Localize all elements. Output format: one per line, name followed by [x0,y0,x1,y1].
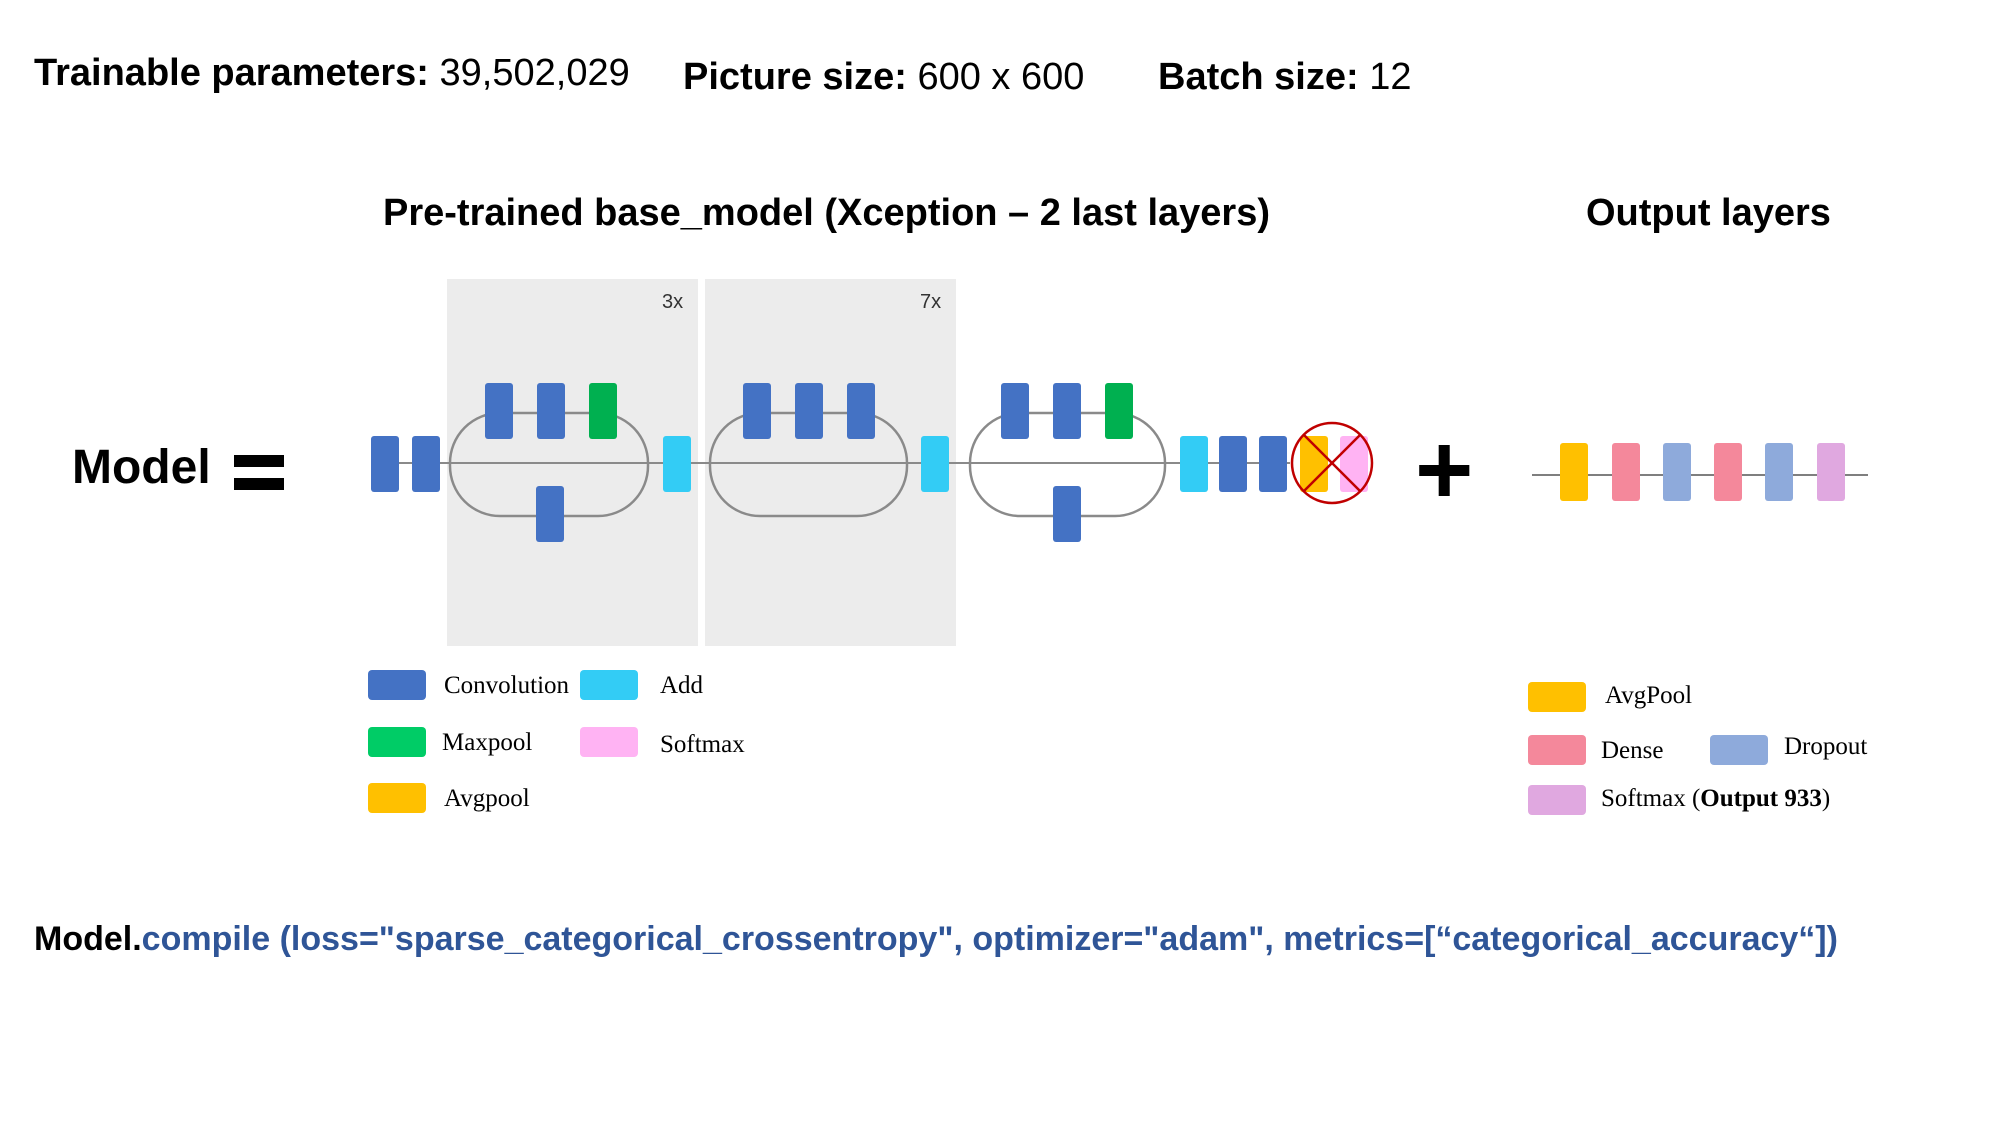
output-avgpool-swatch [1528,682,1586,712]
output-dense-layer [1612,443,1640,501]
model-label: Model [72,441,211,494]
maxpool-legend-label: Maxpool [442,729,533,756]
removed-avgpool-layer [1300,436,1328,492]
output-dropout-swatch [1710,735,1768,765]
equals-sign-top-bar [234,455,284,467]
conv-layer [536,486,564,542]
batch-size: Batch size: 12 [1158,56,1411,99]
output-softmax-layer [1817,443,1845,501]
softmax-output-count: Output 933 [1700,785,1822,812]
plus-sign: + [1415,414,1474,526]
add-layer [921,436,949,492]
output-layers-heading: Output layers [1586,192,1831,234]
softmax-prefix: Softmax ( [1601,785,1701,812]
maxpool-layer [589,383,617,439]
conv-layer [1053,486,1081,542]
output-dropout-layer [1663,443,1691,501]
add-legend-label: Add [660,672,704,699]
maxpool-layer [1105,383,1133,439]
picture-value: 600 x 600 [917,56,1085,98]
convolution-swatch [368,670,426,700]
compile-statement: Model.compile (loss="sparse_categorical_… [34,920,1838,959]
avgpool-swatch [368,783,426,813]
repeat-label-7x: 7x [920,291,941,313]
equals-sign-bottom-bar [234,478,284,490]
conv-layer [743,383,771,439]
softmax-legend-label: Softmax [660,731,745,758]
output-softmax-legend-label: Softmax (Output 933) [1601,785,1830,813]
conv-layer [847,383,875,439]
conv-layer [412,436,440,492]
compile-object: Model. [34,920,142,958]
output-softmax-swatch [1528,785,1586,815]
trainable-label: Trainable parameters: [34,52,429,94]
output-dropout-legend-label: Dropout [1784,733,1868,760]
batch-value: 12 [1369,56,1412,98]
trainable-parameters: Trainable parameters: 39,502,029 [34,52,630,95]
conv-layer [537,383,565,439]
output-avgpool-legend-label: AvgPool [1605,682,1693,709]
picture-size: Picture size: 600 x 600 [683,56,1084,99]
base-model-heading: Pre-trained base_model (Xception – 2 las… [383,192,1271,234]
output-dropout-layer [1765,443,1793,501]
picture-label: Picture size: [683,56,907,98]
crossed-circle-icon [1290,421,1374,505]
softmax-swatch [580,727,638,757]
conv-layer [1053,383,1081,439]
trainable-value: 39,502,029 [439,52,630,94]
output-avgpool-layer [1560,443,1588,501]
convolution-legend-label: Convolution [444,672,570,699]
add-layer [1180,436,1208,492]
output-dense-layer [1714,443,1742,501]
conv-layer [795,383,823,439]
add-layer [663,436,691,492]
avgpool-legend-label: Avgpool [444,785,530,812]
conv-layer [1219,436,1247,492]
conv-layer [485,383,513,439]
softmax-suffix: ) [1821,785,1831,812]
compile-call: compile (loss="sparse_categorical_crosse… [141,920,1838,958]
repeat-label-3x: 3x [662,291,683,313]
conv-layer [1001,383,1029,439]
maxpool-swatch [368,727,426,757]
output-dense-swatch [1528,735,1586,765]
batch-label: Batch size: [1158,56,1359,98]
conv-layer [371,436,399,492]
add-swatch [580,670,638,700]
output-dense-legend-label: Dense [1601,737,1664,764]
conv-layer [1259,436,1287,492]
